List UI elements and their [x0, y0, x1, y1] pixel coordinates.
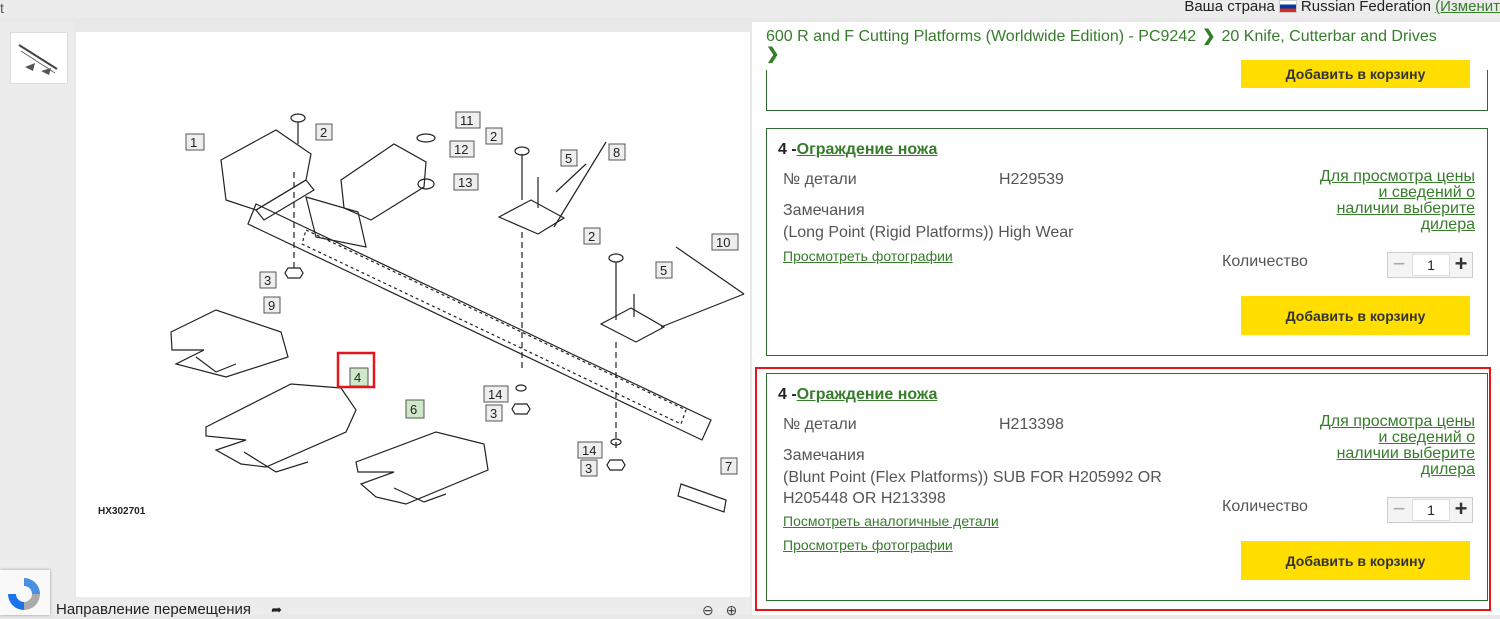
callout-2c: 2 [588, 229, 595, 244]
callout-14b: 14 [582, 443, 596, 458]
part-title: 4 -Ограждение ножа [778, 386, 937, 404]
dealer-line-4: дилера [1420, 461, 1475, 478]
dealer-line-2: и сведений о [1378, 184, 1475, 201]
dealer-line-3: наличии выберите [1336, 445, 1475, 462]
parts-diagram-drawing: 1 2 11 12 13 2 5 8 3 9 4 6 2 5 10 14 3 1… [170, 111, 745, 513]
diagram-code: HX302701 [98, 506, 146, 517]
callout-4: 4 [354, 370, 361, 385]
country-label: Ваша страна [1184, 0, 1275, 15]
part-number-label: № детали [783, 416, 857, 433]
add-to-cart-button[interactable]: Добавить в корзину [1241, 296, 1470, 335]
callout-12: 12 [454, 142, 468, 157]
chevron-right-icon: ❯ [766, 46, 780, 63]
callout-10: 10 [716, 235, 730, 250]
plus-icon[interactable]: + [1454, 251, 1468, 276]
minus-icon[interactable]: − [1392, 496, 1406, 521]
country-selector: Ваша страна Russian Federation (Изменит [1184, 0, 1500, 15]
part-card: 4 -Ограждение ножа № детали H229539 Заме… [766, 128, 1488, 356]
part-number-value: H229539 [999, 171, 1064, 188]
zoom-out-icon[interactable]: ⊖ [702, 602, 714, 618]
callout-5b: 5 [660, 263, 667, 278]
select-dealer-link[interactable]: Для просмотра цены и сведений о наличии … [1295, 169, 1475, 233]
zoom-controls: ⊖ ⊕ [702, 602, 737, 619]
callout-13: 13 [458, 175, 472, 190]
dealer-line-2: и сведений о [1378, 429, 1475, 446]
quantity-stepper: − 1 + [1387, 252, 1473, 278]
select-dealer-link[interactable]: Для просмотра цены и сведений о наличии … [1295, 414, 1475, 478]
callout-7: 7 [725, 459, 732, 474]
remarks-label: Замечания [783, 447, 865, 464]
recaptcha-badge[interactable] [0, 570, 50, 615]
callout-2b: 2 [490, 129, 497, 144]
breadcrumb-item-catalog[interactable]: 600 R and F Cutting Platforms (Worldwide… [766, 28, 1197, 45]
callout-9: 9 [268, 298, 275, 313]
part-item-number: 4 - [778, 386, 797, 403]
callout-2: 2 [320, 125, 327, 140]
selection-highlight [755, 367, 1491, 611]
part-title: 4 -Ограждение ножа [778, 141, 937, 159]
add-to-cart-button[interactable]: Добавить в корзину [1241, 60, 1470, 88]
callout-14: 14 [488, 387, 502, 402]
breadcrumb-item-section[interactable]: 20 Knife, Cutterbar and Drives [1221, 28, 1437, 45]
callout-1: 1 [190, 135, 197, 150]
quantity-label: Количество [1222, 253, 1308, 270]
quantity-stepper: − 1 + [1387, 497, 1473, 523]
thumbnail-preview-icon [18, 44, 58, 75]
parts-diagram[interactable]: 1 2 11 12 13 2 5 8 3 9 4 6 2 5 10 14 3 1… [76, 32, 750, 597]
zoom-in-icon[interactable]: ⊕ [725, 602, 738, 618]
dealer-line-4: дилера [1420, 216, 1475, 233]
callout-8: 8 [613, 145, 620, 160]
callout-6: 6 [410, 402, 417, 417]
part-number-value: H213398 [999, 416, 1064, 433]
add-to-cart-button[interactable]: Добавить в корзину [1241, 541, 1470, 580]
part-item-number: 4 - [778, 141, 797, 158]
chevron-right-icon: ❯ [1202, 28, 1216, 45]
view-photos-link[interactable]: Просмотреть фотографии [783, 537, 953, 553]
top-bar: t Ваша страна Russian Federation (Изменит [0, 0, 1500, 18]
dealer-line-1: Для просмотра цены [1319, 413, 1475, 430]
russia-flag-icon [1278, 0, 1297, 13]
part-card-previous: Добавить в корзину [766, 60, 1488, 111]
change-country-link[interactable]: (Изменит [1435, 0, 1500, 15]
view-similar-parts-link[interactable]: Посмотреть аналогичные детали [783, 513, 999, 529]
left-mark: t [0, 0, 4, 16]
callout-11: 11 [460, 113, 474, 128]
quantity-input[interactable]: 1 [1412, 499, 1450, 521]
move-arrow-icon[interactable]: ➦ [271, 602, 283, 617]
part-number-label: № детали [783, 171, 857, 188]
callout-5: 5 [565, 151, 572, 166]
navigation-direction: Направление перемещения ➦ [56, 601, 282, 618]
dealer-line-3: наличии выберите [1336, 200, 1475, 217]
part-card-selected: 4 -Ограждение ножа № детали H213398 Заме… [766, 373, 1488, 601]
view-photos-link[interactable]: Просмотреть фотографии [783, 248, 953, 264]
dealer-line-1: Для просмотра цены [1319, 168, 1475, 185]
recaptcha-icon [8, 578, 40, 610]
diagram-toolbar [0, 597, 750, 615]
remarks-text: (Blunt Point (Flex Platforms)) SUB FOR H… [783, 469, 1162, 507]
part-name-link[interactable]: Ограждение ножа [796, 141, 938, 158]
callout-3c: 3 [585, 461, 592, 476]
parts-list-panel: 600 R and F Cutting Platforms (Worldwide… [752, 22, 1500, 615]
callout-3b: 3 [490, 406, 497, 421]
quantity-label: Количество [1222, 498, 1308, 515]
quantity-input[interactable]: 1 [1412, 254, 1450, 276]
breadcrumb: 600 R and F Cutting Platforms (Worldwide… [766, 28, 1496, 64]
remarks-label: Замечания [783, 202, 865, 219]
diagram-thumbnail[interactable] [10, 32, 68, 84]
plus-icon[interactable]: + [1454, 496, 1468, 521]
part-name-link[interactable]: Ограждение ножа [796, 386, 938, 403]
minus-icon[interactable]: − [1392, 251, 1406, 276]
remarks-text: (Long Point (Rigid Platforms)) High Wear [783, 224, 1074, 241]
callout-3: 3 [264, 273, 271, 288]
thumbnail-column [0, 22, 74, 615]
navigation-direction-label: Направление перемещения [56, 601, 251, 618]
country-name: Russian Federation [1300, 0, 1431, 15]
